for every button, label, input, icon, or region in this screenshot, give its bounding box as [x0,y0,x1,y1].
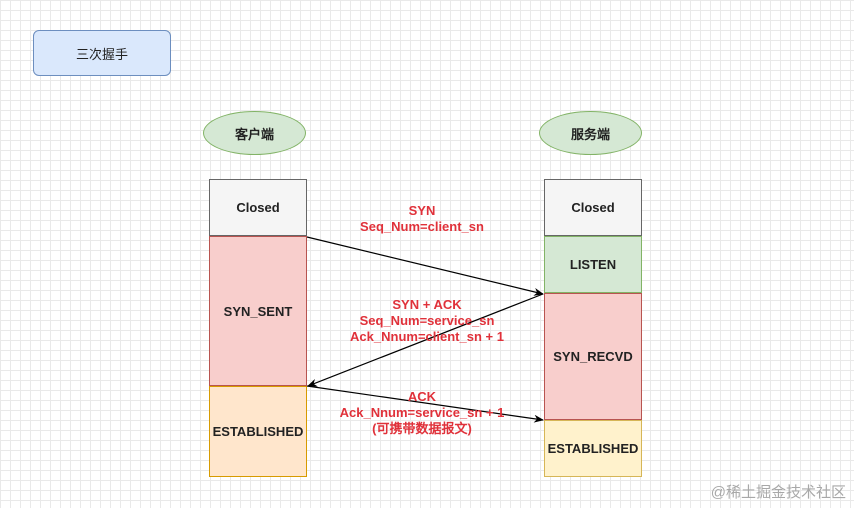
server-state-syn-recvd: SYN_RECVD [544,293,642,420]
syn-message-label: SYN Seq_Num=client_sn [336,203,508,235]
server-state-closed: Closed [544,179,642,236]
ack-message-label: ACK Ack_Nnum=service_sn + 1 (可携带数据报文) [326,389,518,437]
ack-message-line: (可携带数据报文) [372,421,472,436]
synack-message-label: SYN + ACK Seq_Num=service_sn Ack_Nnum=cl… [336,297,518,345]
client-state-closed: Closed [209,179,307,236]
client-state-established: ESTABLISHED [209,386,307,477]
syn-arrow [306,236,544,296]
ack-message-line: ACK [407,389,437,404]
synack-arrow [307,293,544,387]
syn-message-line: Seq_Num=client_sn [360,219,484,234]
syn-message-line: SYN [408,203,436,218]
ack-arrow [306,385,544,423]
synack-message-line: Ack_Nnum=client_sn + 1 [350,329,504,344]
server-state-established: ESTABLISHED [544,420,642,477]
server-header: 服务端 [539,111,642,155]
client-state-syn-sent: SYN_SENT [209,236,307,386]
watermark: @稀土掘金技术社区 [710,484,846,501]
diagram-title: 三次握手 [33,30,171,76]
server-state-listen: LISTEN [544,236,642,293]
client-header: 客户端 [203,111,306,155]
synack-message-line: Seq_Num=service_sn [359,313,495,328]
synack-message-line: SYN + ACK [392,297,462,312]
ack-message-line: Ack_Nnum=service_sn + 1 [339,405,505,420]
